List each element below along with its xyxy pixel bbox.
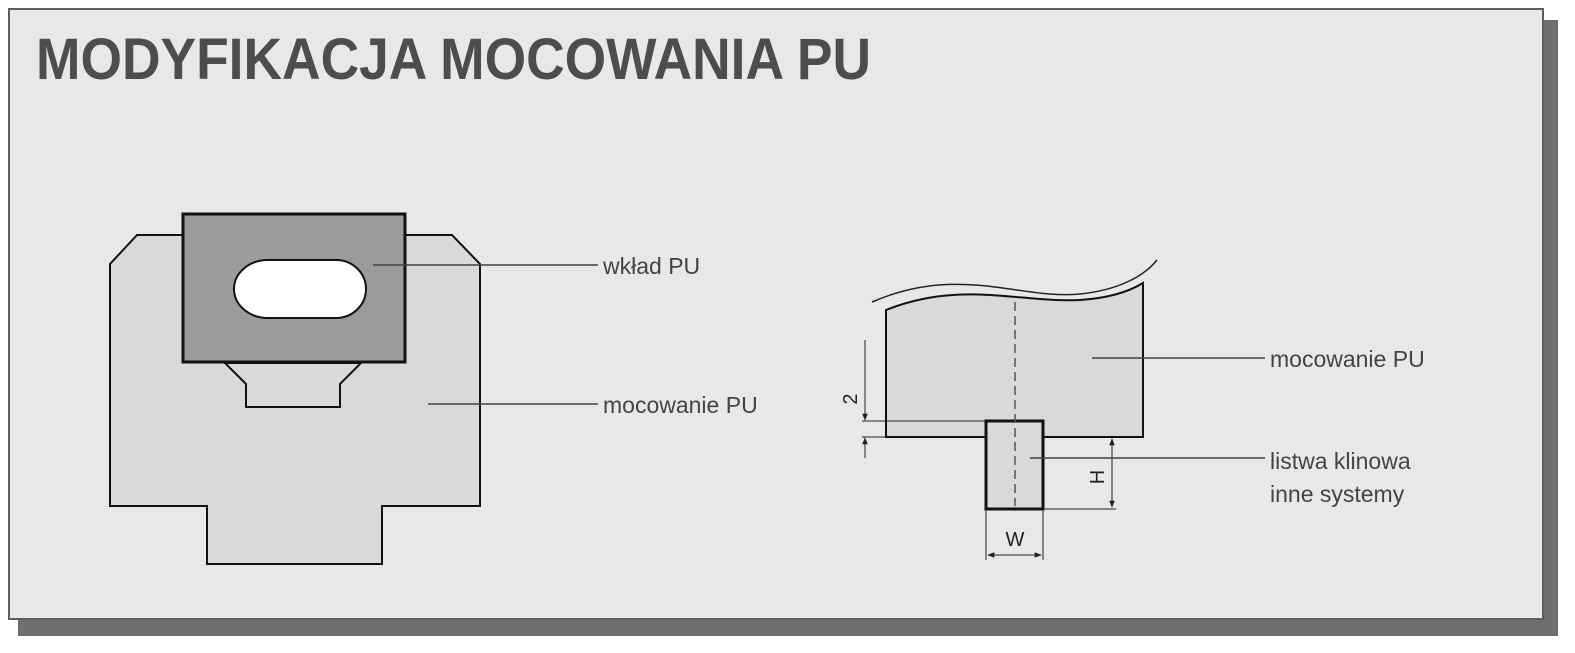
page-title: MODYFIKACJA MOCOWANIA PU <box>36 27 871 92</box>
mount-label-right: mocowanie PU <box>1270 346 1425 372</box>
insert-label: wkład PU <box>602 253 700 279</box>
strip-label-line1: listwa klinowa <box>1270 448 1411 474</box>
dim-w-label: W <box>1006 529 1025 551</box>
mount-label-left: mocowanie PU <box>603 392 758 418</box>
left-view: wkład PU mocowanie PU <box>109 212 758 565</box>
break-line-outer <box>871 259 1158 303</box>
right-view: 2 H W mocowanie PU listwa klinowa inne s… <box>840 259 1425 560</box>
dim-2-label: 2 <box>840 393 862 404</box>
insert-slot <box>233 259 367 319</box>
dim-h-label: H <box>1087 470 1109 484</box>
strip-label-line2: inne systemy <box>1270 481 1405 507</box>
mount-notch <box>222 362 364 408</box>
